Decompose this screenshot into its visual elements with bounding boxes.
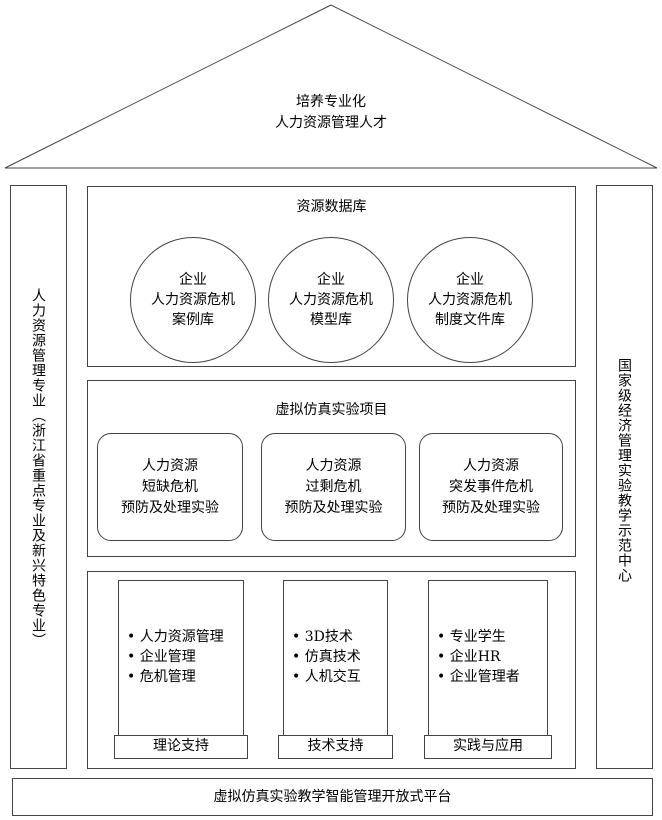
model-library: 企业人力资源危机模型库 [268,237,394,363]
list-item: • 仿真技术 [292,649,361,665]
right-pillar-text: 国家级经济管理实验教学示范中心 [616,358,632,583]
list-item: • 企业管理 [127,649,196,665]
label: 预防及处理实验 [284,499,383,516]
resource-db-title: 资源数据库 [296,199,367,215]
label: 预防及处理实验 [121,499,219,516]
label: 人力资源危机 [151,292,235,308]
roof-line1: 培养专业化 [296,94,366,110]
label: 模型库 [310,312,352,328]
tech-support-list: • 3D技术 • 仿真技术 • 人机交互 [292,627,361,687]
roof-line2: 人力资源管理人才 [275,115,387,131]
emergency-crisis-experiment: 人力资源突发事件危机预防及处理实验 [419,433,563,541]
label: 人力资源 [463,457,519,474]
case-library: 企业人力资源危机案例库 [130,237,256,363]
virtual-sim-title: 虚拟仿真实验项目 [275,402,388,418]
label: 企业 [179,272,207,288]
label: 人力资源危机 [289,292,373,308]
label: 预防及处理实验 [442,499,540,516]
support-panel [87,571,576,769]
surplus-crisis-experiment: 人力资源过剩危机预防及处理实验 [261,433,406,541]
label: 突发事件危机 [449,478,533,495]
label: 案例库 [172,312,214,328]
list-item: • 3D技术 [292,629,353,645]
right-pillar [596,185,653,769]
policy-library: 企业人力资源危机制度文件库 [407,237,533,363]
practice-label: 实践与应用 [424,735,552,759]
label: 过剩危机 [305,478,362,495]
left-pillar-text: 人力资源管理专业（浙江省重点专业及新兴特色专业） [30,288,46,648]
virtual-sim-panel [87,380,576,557]
platform-base: 虚拟仿真实验教学智能管理开放式平台 [12,778,653,816]
label: 制度文件库 [435,312,505,328]
label: 人力资源 [142,457,198,474]
practice-list: • 专业学生 • 企业HR • 企业管理者 [437,627,520,687]
list-item: • 人机交互 [292,669,361,685]
roof-triangle [4,4,658,169]
list-item: • 企业管理者 [437,669,520,685]
list-item: • 专业学生 [437,629,506,645]
left-pillar [10,185,67,769]
label: 人力资源 [305,457,362,474]
list-item: • 危机管理 [127,669,196,685]
label: 企业 [456,272,484,288]
label: 人力资源危机 [428,292,512,308]
theory-support-list: • 人力资源管理 • 企业管理 • 危机管理 [127,627,224,687]
tech-support-label: 技术支持 [278,735,393,759]
list-item: • 企业HR [437,649,501,665]
theory-support-label: 理论支持 [114,735,248,759]
list-item: • 人力资源管理 [127,629,224,645]
resource-db-panel [87,186,576,367]
label: 企业 [317,272,345,288]
label: 短缺危机 [142,478,198,495]
shortage-crisis-experiment: 人力资源短缺危机预防及处理实验 [97,433,243,541]
